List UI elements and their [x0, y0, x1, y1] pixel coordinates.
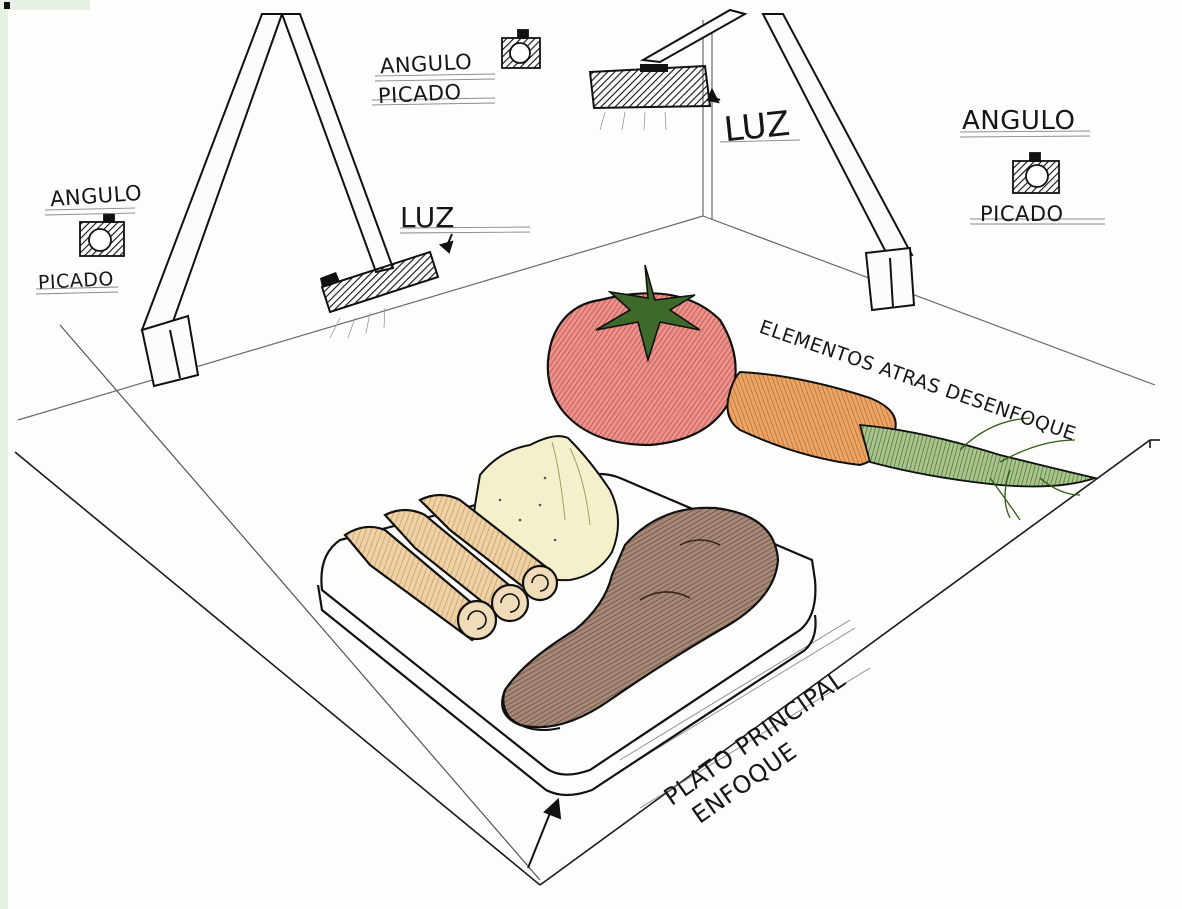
light-box-top-icon [590, 64, 710, 130]
tomato [548, 265, 736, 445]
label-picado-top: PICADO [378, 82, 463, 107]
camera-top-icon [502, 30, 540, 68]
camera-right-icon [1013, 153, 1059, 193]
label-picado-left: PICADO [38, 270, 115, 293]
focus-arrow-icon [528, 800, 560, 868]
label-angulo-top: ANGULO [380, 52, 473, 78]
carrot [728, 372, 1096, 520]
frame-right [643, 10, 914, 310]
label-luz-left: LUZ [400, 204, 455, 232]
camera-left-icon [80, 214, 124, 256]
frame-left [142, 14, 393, 386]
label-angulo-right: ANGULO [962, 108, 1075, 134]
label-picado-right: PICADO [980, 204, 1064, 225]
label-luz-top: LUZ [722, 107, 792, 148]
